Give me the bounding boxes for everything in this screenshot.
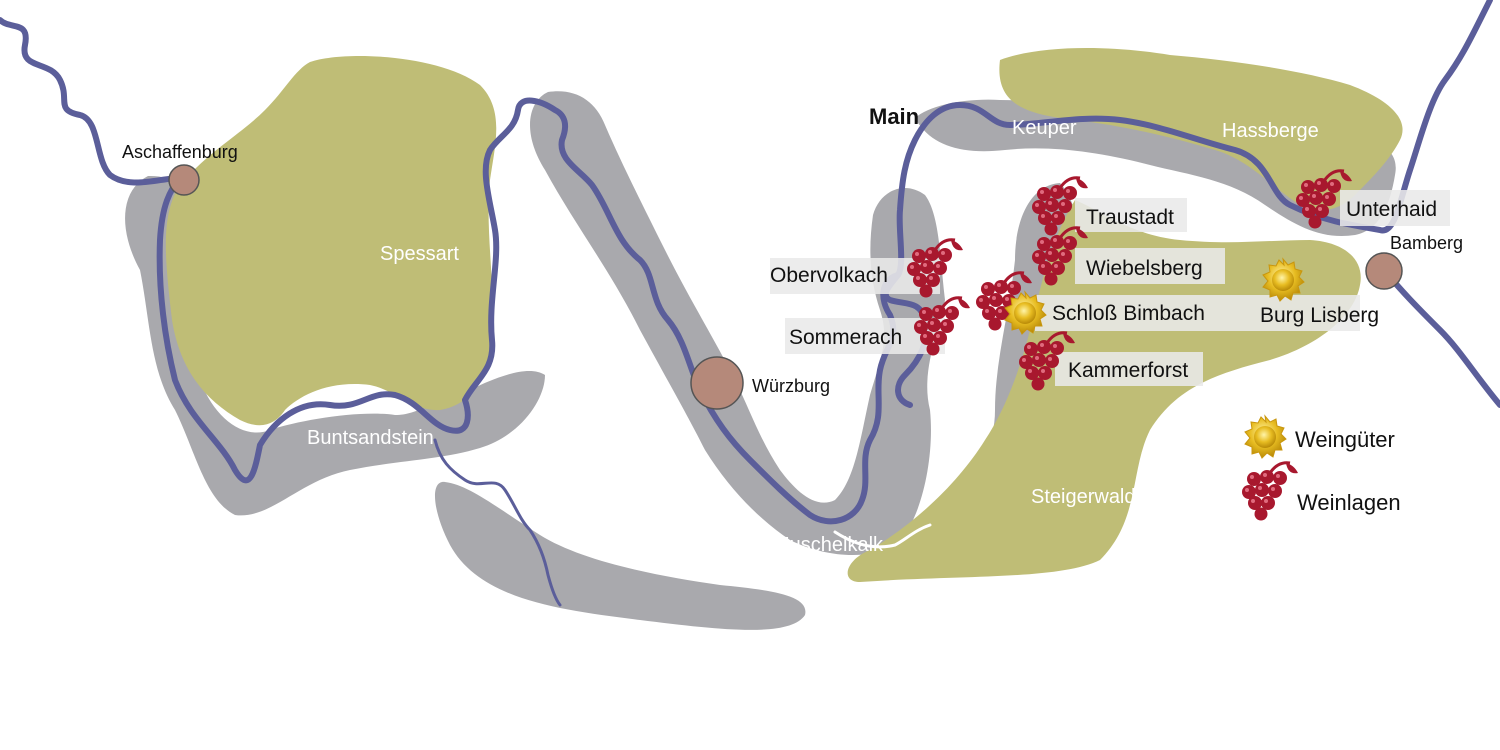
vineyard-label-kammerforst: Kammerforst [1068,359,1188,382]
winery-label-burg-lisberg: Burg Lisberg [1260,304,1379,327]
limestone-area-central [530,91,945,556]
cities [168,164,1403,410]
grape-icon [1240,461,1300,522]
tributary-stream [433,438,562,607]
region-label-muschelkalk: Muschelkalk [773,534,884,556]
legend-label-vineyards: Weinlagen [1297,490,1401,515]
vineyard-label-obervolkach: Obervolkach [770,264,888,287]
rivers [0,0,1500,607]
region-label-steigerwald: Steigerwald [1031,486,1136,508]
tributary-canal [833,523,932,549]
city-label-bamberg: Bamberg [1390,233,1463,253]
vineyard-label-unterhaid: Unterhaid [1346,198,1437,221]
city-label-wuerzburg: Würzburg [752,376,830,396]
spessart-area [165,55,497,426]
legend-label-wineries: Weingüter [1295,427,1395,452]
limestone-area-east [907,183,1077,574]
region-label-keuper: Keuper [1012,117,1077,139]
region-label-buntsandstein: Buntsandstein [307,427,434,449]
legend: Weingüter Weinlagen [1295,427,1401,515]
hassberge-area [999,48,1403,211]
vineyard-label-traustadt: Traustadt [1086,206,1174,229]
region-label-hassberge: Hassberge [1222,120,1319,142]
city-marker-bamberg [1365,252,1403,290]
region-label-spessart: Spessart [380,243,459,265]
limestone-area-southwest [434,481,806,630]
main-river [0,0,1493,525]
limestone-areas [125,91,1396,630]
city-label-aschaffenburg: Aschaffenburg [122,142,238,162]
limestone-area-west [125,175,545,516]
city-marker-aschaffenburg [168,164,200,196]
vineyard-label-wiebelsberg: Wiebelsberg [1086,257,1203,280]
sun-icon [1244,415,1287,459]
winery-label-schloss-bimbach: Schloß Bimbach [1052,302,1205,325]
river-label-main: Main [869,104,919,129]
limestone-area-north [915,99,1396,236]
city-marker-wuerzburg [690,356,744,410]
main-river-lower [1377,262,1500,408]
vineyard-label-sommerach: Sommerach [789,326,902,349]
